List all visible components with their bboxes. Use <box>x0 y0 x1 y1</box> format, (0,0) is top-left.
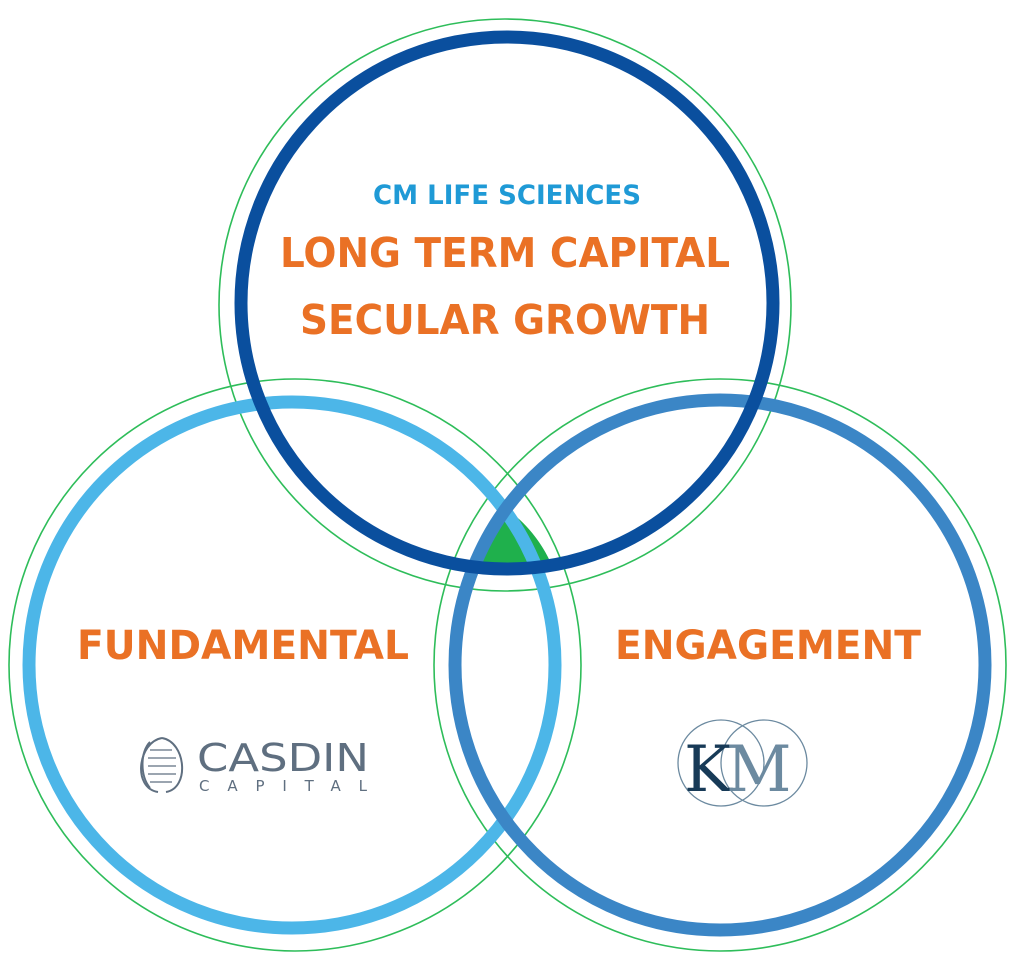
right-circle-ring <box>448 393 992 937</box>
km-logo: K M <box>677 719 808 807</box>
casdin-logo-name: CASDIN <box>197 736 369 780</box>
right-circle-label: ENGAGEMENT <box>615 623 922 669</box>
right-circle-outline <box>433 378 1007 952</box>
km-logo-letter-m: M <box>726 733 792 807</box>
left-circle-label: FUNDAMENTAL <box>77 623 409 669</box>
helix-icon <box>140 737 183 793</box>
km-rings-icon <box>677 719 808 807</box>
left-circle-outline <box>8 378 582 952</box>
top-circle-line-2: SECULAR GROWTH <box>300 296 710 344</box>
km-logo-letter-k: K <box>684 733 733 807</box>
casdin-capital-logo: CASDIN CAPITAL <box>140 736 369 795</box>
top-circle-line-1: LONG TERM CAPITAL <box>280 229 730 277</box>
top-circle-subtitle: CM LIFE SCIENCES <box>373 180 641 211</box>
left-circle-ring <box>22 395 562 935</box>
top-circle-ring <box>234 30 780 576</box>
top-circle-outline <box>218 18 792 592</box>
